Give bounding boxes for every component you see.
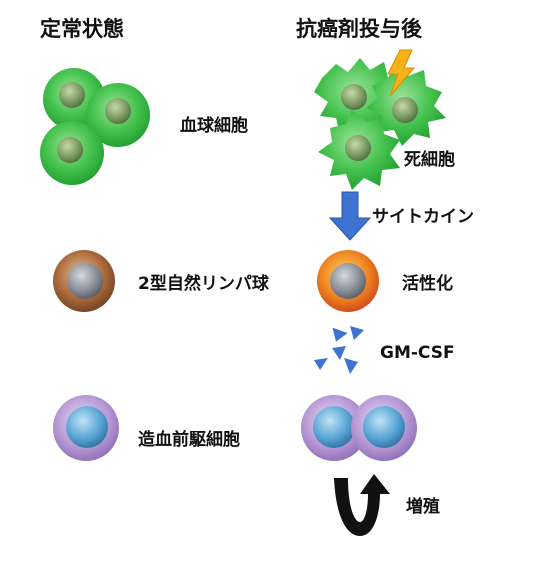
dead-cell-nucleus [341,84,367,110]
label-blood-cells: 血球細胞 [180,115,248,136]
header-steady-state: 定常状態 [40,17,124,41]
dead-cell-nucleus [345,135,371,161]
proliferating-hspc-nucleus [313,406,355,448]
hspc-nucleus [66,406,108,448]
ilc2-nucleus [67,263,103,299]
gmcsf-triangle-icon [344,358,358,374]
label-hspc: 造血前駆細胞 [138,429,240,450]
label-activation: 活性化 [402,273,453,294]
cytokine-arrow-icon [328,191,372,241]
proliferating-hspc-nucleus [363,406,405,448]
gmcsf-triangle-icon [332,346,346,360]
blood-cell-nucleus [59,82,85,108]
header-after-chemo: 抗癌剤投与後 [296,17,423,41]
dead-cell-nucleus [392,97,418,123]
lightning-icon [387,49,416,97]
label-cytokine: サイトカイン [372,207,474,227]
label-gmcsf: GM-CSF [380,343,455,363]
blood-cell-nucleus [57,137,83,163]
label-proliferation: 増殖 [406,496,440,517]
label-ilc2: 2型自然リンパ球 [138,273,270,294]
blood-cell-nucleus [105,98,131,124]
activated-ilc2-nucleus [330,263,366,299]
gmcsf-triangle-icon [332,327,348,342]
proliferation-cycle-icon [334,474,390,536]
blood-cell-cluster [40,68,150,185]
dead-cell-cluster [314,58,446,190]
gmcsf-triangle-icon [350,326,364,340]
gmcsf-triangle-icon [314,358,328,370]
gmcsf-particles [314,326,364,374]
label-dead-cells: 死細胞 [404,149,455,170]
